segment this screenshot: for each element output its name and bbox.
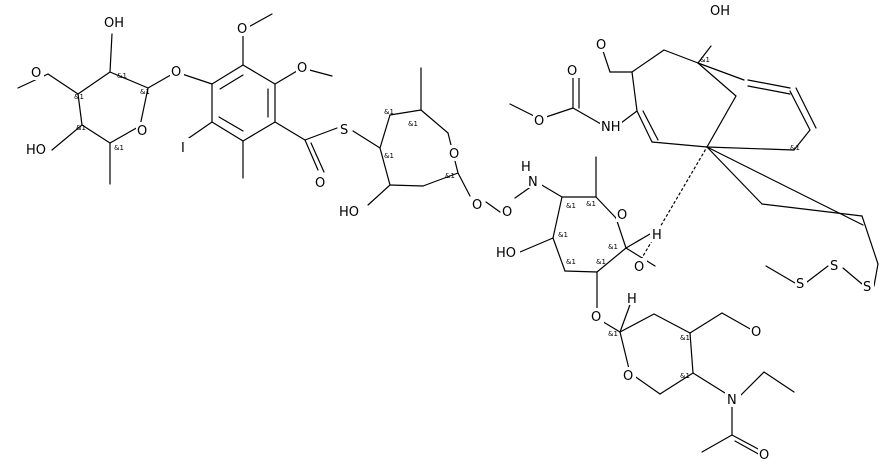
atom-o-aryl-methoxy-2: O	[297, 61, 307, 76]
stereo-label: &1	[586, 200, 596, 208]
stereo-label: &1	[384, 152, 394, 160]
atom-o-methoxy-lower: O	[751, 325, 761, 340]
stereo-label: &1	[790, 144, 800, 152]
atom-s-tri-2: S	[830, 259, 838, 274]
atom-o-ring-mid-sugar: O	[449, 147, 459, 162]
atom-h-anomeric-1: H	[652, 228, 662, 243]
atom-s-thioester: S	[340, 123, 348, 138]
atom-o-methoxy-top-sugar: O	[31, 66, 41, 81]
atom-o-link-aryl: O	[171, 65, 181, 80]
atom-o-carbamate-carbonyl: O	[567, 64, 577, 79]
stereo-label: &1	[117, 72, 127, 80]
stereo-label: &1	[558, 231, 568, 239]
atom-o-ring-amino-sugar: O	[617, 208, 627, 223]
atom-oh-bridgehead: OH	[710, 4, 730, 19]
stereo-label: &1	[76, 124, 86, 132]
stereo-label: &1	[384, 108, 394, 116]
atom-nh-hydroxylamine: N	[528, 175, 538, 190]
atom-oh-amino-sugar: HO	[496, 246, 516, 261]
atom-o-ring-lower-sugar: O	[623, 369, 633, 384]
atom-o-oxyamine-2: O	[502, 205, 512, 220]
atom-o-glycoside-aglycone: O	[634, 260, 644, 275]
stereo-label: &1	[445, 172, 455, 180]
stereo-label: &1	[608, 243, 618, 251]
atom-s-tri-3: S	[863, 280, 871, 295]
atom-n-acetamide: N	[727, 393, 737, 408]
atom-o-acetyl: O	[759, 448, 769, 463]
stereo-label: &1	[566, 258, 576, 266]
atom-nh-carbamate: NH	[601, 120, 621, 135]
atom-o-ketone: O	[596, 38, 606, 53]
atom-o-aryl-methoxy-1: O	[237, 22, 247, 37]
bond-network	[17, 13, 879, 457]
atom-o-carbonyl-ester: O	[315, 176, 325, 191]
stereo-label: &1	[608, 330, 618, 338]
stereo-label: &1	[566, 202, 576, 210]
atom-o-oxyamine-1: O	[472, 198, 482, 213]
atom-oh-left-sugar: HO	[26, 143, 46, 158]
atom-o-ring-top-sugar: O	[137, 124, 147, 139]
stereo-label: &1	[700, 56, 710, 64]
atom-h-anomeric-2: H	[627, 292, 637, 307]
stereo-label: &1	[74, 93, 84, 101]
atom-o-glycoside-lower: O	[591, 310, 601, 325]
stereo-label: &1	[140, 88, 150, 96]
stereo-labels: &1 &1 &1 &1 &1 &1 &1 &1 &1 &1 &1 &1 &1 &…	[74, 56, 800, 380]
atom-labels: OH O HO O O O O I O S O HO O O N H O H	[26, 2, 874, 463]
atom-h-nh: H	[521, 160, 531, 175]
stereo-label: &1	[596, 258, 606, 266]
atom-oh-top-sugar: OH	[104, 16, 124, 31]
stereo-label: &1	[680, 372, 690, 380]
atom-oh-mid-sugar: HO	[339, 205, 359, 220]
atom-iodo: I	[181, 141, 185, 156]
stereo-label: &1	[408, 120, 418, 128]
atom-o-carbamate-ester: O	[534, 114, 544, 129]
stereo-label: &1	[114, 144, 124, 152]
stereo-label: &1	[680, 334, 690, 342]
atom-s-tri-1: S	[796, 277, 804, 292]
